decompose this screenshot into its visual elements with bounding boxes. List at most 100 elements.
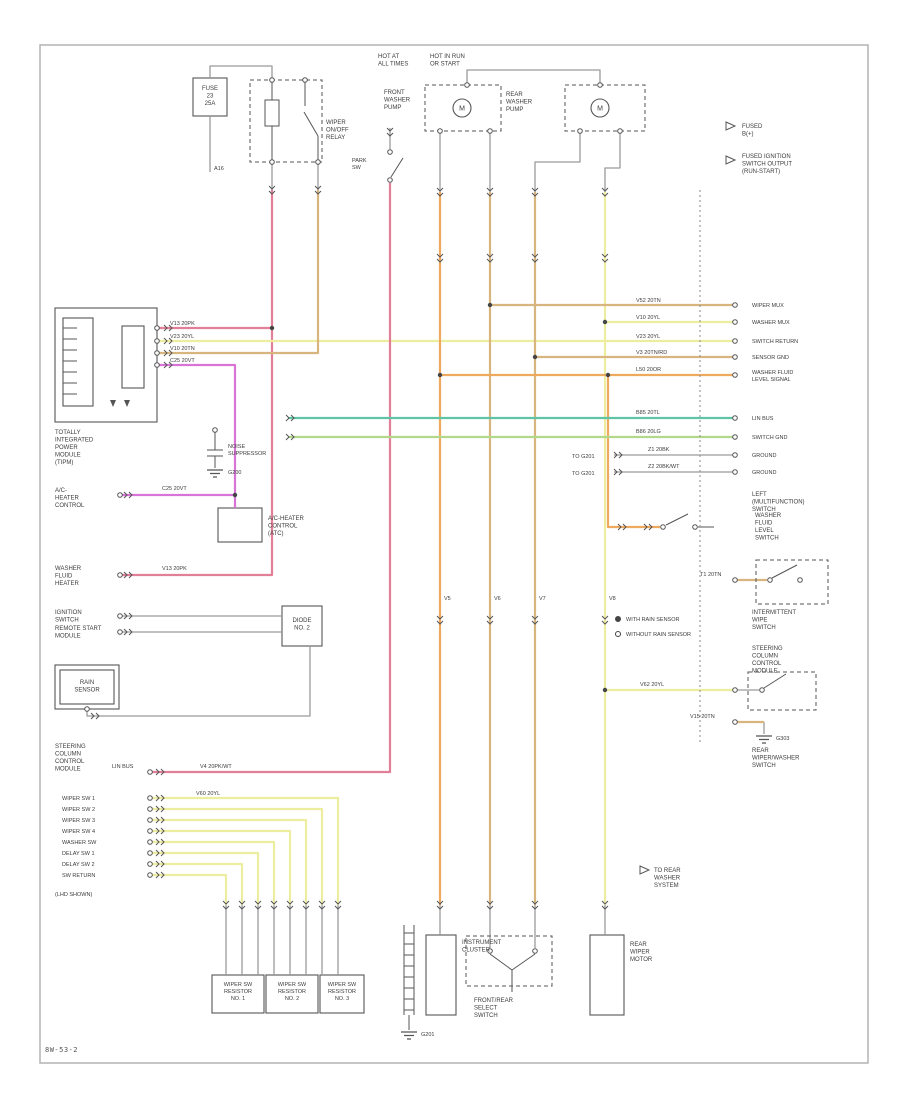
pin-5 <box>117 572 123 578</box>
mux-label-6: DELAY SW 1 <box>62 851 95 857</box>
connector-icon-v-18 <box>270 900 278 910</box>
tipm-arrow-0 <box>110 400 116 407</box>
mux-label-2: WIPER SW 2 <box>62 807 95 813</box>
connector-icon-v-11 <box>436 615 444 625</box>
connector-icon-v-7 <box>436 253 444 263</box>
pin-22 <box>732 372 738 378</box>
code-v5: V5 <box>444 596 451 602</box>
tipm-connector-2 <box>121 325 145 389</box>
code-v13-b: V13 20PK <box>162 566 187 572</box>
pin-3 <box>154 362 160 368</box>
connector-icon-h-13 <box>155 816 165 824</box>
connector-icon-h-19 <box>617 523 627 531</box>
ground-g200-label: G200 <box>228 470 241 476</box>
legend-dot-0 <box>615 616 621 622</box>
mux-label-4: WIPER SW 4 <box>62 829 95 835</box>
code-v23-r: V23 20YL <box>636 334 660 340</box>
glyph-line-6 <box>665 513 689 526</box>
resistor-box-2 <box>265 974 319 1014</box>
glyph-line-4 <box>303 111 319 137</box>
pin-label-washer-mux: WASHER MUX <box>752 320 790 326</box>
junction-dot-3 <box>532 354 538 360</box>
connector-icon-v-26 <box>601 900 609 910</box>
connector-icon-h-20 <box>643 523 653 531</box>
pin-label-ground-1: GROUND <box>752 453 776 459</box>
rear-pump-stub-1 <box>534 131 581 192</box>
pin-16 <box>147 861 153 867</box>
code-v10: V10 20TN <box>170 346 195 352</box>
code-v10-r: V10 20YL <box>636 315 660 321</box>
mux-wire-2 <box>152 807 324 905</box>
connector-icon-h-12 <box>155 805 165 813</box>
connector-icon-h-1 <box>163 337 173 345</box>
pin-42 <box>660 524 666 530</box>
pin-7 <box>117 629 123 635</box>
connector-icon-h-10 <box>155 768 165 776</box>
pin-label-sensor-gnd: SENSOR GND <box>752 355 789 361</box>
code-v52: V52 20TN <box>636 298 661 304</box>
code-v62: V62 20YL <box>640 682 664 688</box>
rear-switch-outline <box>747 671 817 711</box>
connector-icon-h-5 <box>123 571 133 579</box>
connector-icon-v-24 <box>486 900 494 910</box>
resistor-box-1 <box>211 974 265 1014</box>
connector-icon-v-25 <box>531 900 539 910</box>
code-l50: L50 20OR <box>636 367 661 373</box>
pump-bridge <box>466 69 601 85</box>
code-v4: V4 20PK/WT <box>200 764 232 770</box>
mux-wire-8 <box>152 873 228 905</box>
fuse-box <box>192 77 228 117</box>
connector-icon-h-22 <box>613 468 623 476</box>
connector-icon-h-14 <box>155 827 165 835</box>
connector-icon-h-6 <box>123 612 133 620</box>
code-c25-left: C25 20VT <box>170 358 195 364</box>
mux-label-1: WIPER SW 1 <box>62 796 95 802</box>
pin-18 <box>732 302 738 308</box>
connector-icon-v-19 <box>286 900 294 910</box>
pin-34 <box>437 128 443 134</box>
pin-24 <box>732 434 738 440</box>
front-washer-pump-outline <box>424 84 502 132</box>
pin-8 <box>84 706 90 712</box>
ground-g200-icon <box>207 469 223 478</box>
junction-dot-4 <box>437 372 443 378</box>
rain-sensor-wire <box>86 646 311 717</box>
connector-icon-v-15 <box>222 900 230 910</box>
connector-icon-v-9 <box>531 253 539 263</box>
motor-icon-0 <box>452 98 472 118</box>
connector-icon-h-3 <box>163 361 173 369</box>
ground-g303-icon <box>756 735 772 744</box>
resistor-box-3 <box>319 974 365 1014</box>
pin-4 <box>117 492 123 498</box>
connector-icon-h-8 <box>285 414 295 422</box>
connector-icon-h-0 <box>163 324 173 332</box>
pin-49 <box>212 427 218 433</box>
connector-icon-v-16 <box>238 900 246 910</box>
pin-32 <box>269 159 275 165</box>
wiper-relay-outline <box>249 79 323 163</box>
connector-icon-h-4 <box>123 491 133 499</box>
connector-icon-v-5 <box>531 187 539 197</box>
code-z1: Z1 20BK <box>648 447 670 453</box>
motor-letter-1: M <box>597 106 603 113</box>
diagram-frame <box>39 44 869 1064</box>
code-v7: V7 <box>539 596 546 602</box>
